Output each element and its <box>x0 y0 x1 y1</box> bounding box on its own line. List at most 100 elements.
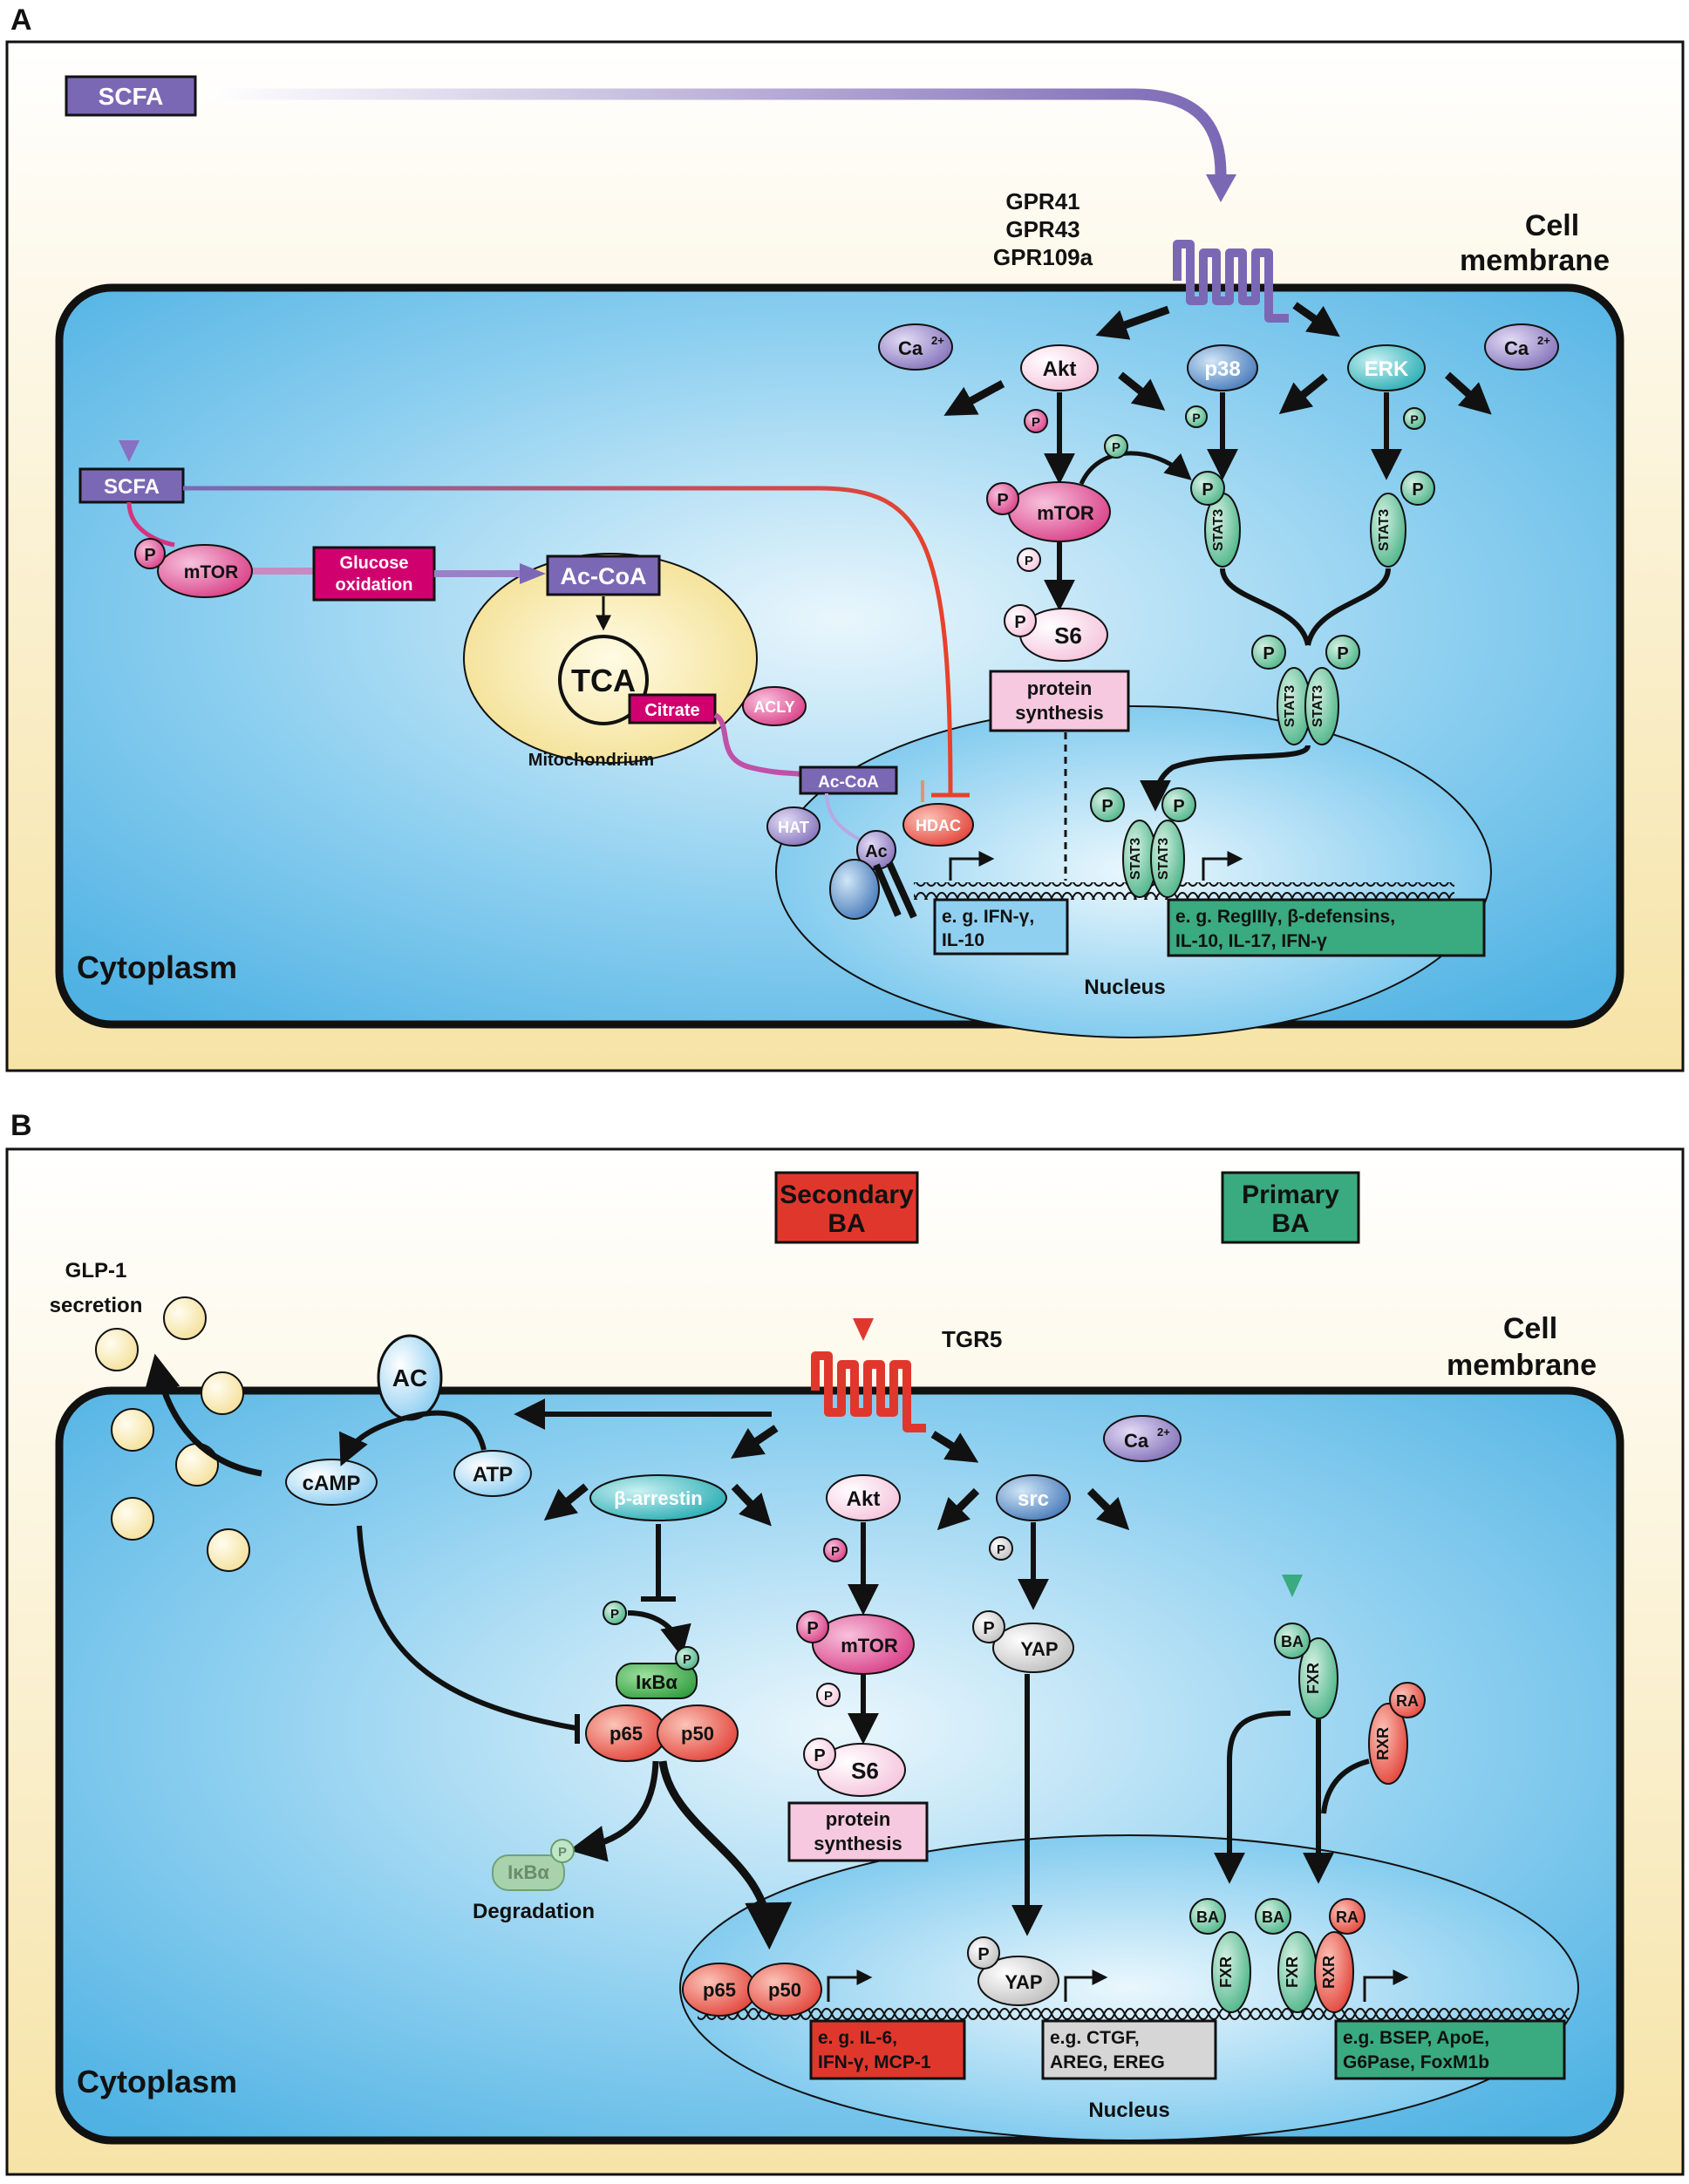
ba-nuc-2 <box>1255 1898 1291 1935</box>
stat3-dimer-cyto-right <box>1304 667 1339 745</box>
p38 <box>1187 344 1258 391</box>
calcium-a-left-label: Ca <box>898 337 923 359</box>
acly-enzyme <box>742 686 807 726</box>
panel-a: A SCFA SCFA mTOR P Glucose oxida <box>5 3 1685 1072</box>
scfa-mtor-link <box>126 501 175 548</box>
stat3-dimer-nuc-p-left-label: P <box>1101 797 1113 816</box>
mtor-b-label: mTOR <box>841 1635 898 1657</box>
cell-membrane-b-line1: Cell <box>1503 1312 1557 1345</box>
akt-b-label: Akt <box>847 1487 881 1511</box>
mtor-b-p-label: P <box>807 1619 818 1638</box>
arrestin-left-arrow <box>543 1483 589 1521</box>
p50-cyto <box>657 1704 739 1762</box>
ikba-degraded-p-label: P <box>558 1845 567 1860</box>
nucleosome-a <box>829 859 880 920</box>
cytoplasm-b-label: Cytoplasm <box>77 2064 237 2099</box>
ra-cyto <box>1389 1682 1426 1718</box>
stat3-to-nucleus-arrow <box>1140 744 1311 812</box>
degradation-label: Degradation <box>473 1900 595 1923</box>
fxr-nuc-1 <box>1211 1931 1251 2013</box>
genes-fxr-line1: e.g. BSEP, ApoE, <box>1343 2028 1489 2048</box>
mtor-left-p <box>134 538 166 569</box>
genes-yap-line2: AREG, EREG <box>1050 2052 1165 2072</box>
cytoplasm-a-label: Cytoplasm <box>77 949 237 985</box>
yap-nuc-p <box>967 1936 1000 1970</box>
tss-arrow-nfkb <box>827 1970 873 2002</box>
s6-b-p-small-label: P <box>824 1689 833 1704</box>
scfa-to-receptor-arrowhead <box>1206 174 1236 202</box>
nucleosome-band-2 <box>886 861 917 919</box>
camp <box>285 1459 378 1506</box>
stat3-left-p-label: P <box>1202 480 1213 500</box>
mtor-left <box>157 544 253 598</box>
erk-right-arrow <box>1444 371 1492 415</box>
mtor-left-p-label: P <box>144 546 155 565</box>
arrestin-right-arrow <box>731 1483 772 1527</box>
ikba-incoming-p-label: P <box>610 1607 619 1622</box>
stat3-dimer-nuc-p-left <box>1090 787 1125 822</box>
erk-p-label: P <box>1410 412 1418 426</box>
ra-nuc-label: RA <box>1336 1908 1359 1926</box>
secondary-ba-line1: Secondary <box>780 1180 914 1209</box>
stat3-dimer-cyto-left-label: STAT3 <box>1283 685 1297 727</box>
primary-ba-arrowhead <box>1282 1575 1303 1597</box>
rxr-nuc-label: RXR <box>1320 1956 1338 1989</box>
genes-nfkb-line1: e. g. IL-6, <box>818 2028 897 2048</box>
erk-p <box>1403 407 1426 430</box>
fxr-cyto-label: FXR <box>1304 1663 1322 1694</box>
ikba-complex-p <box>675 1646 699 1670</box>
ra-nuc <box>1329 1898 1366 1935</box>
scfa-hdac-inhibition <box>183 486 953 794</box>
yap-nuc-label: YAP <box>1005 1971 1042 1993</box>
glp1-granule-4 <box>111 1408 154 1452</box>
nucleus-a-label: Nucleus <box>1084 976 1165 999</box>
receptor-label-3: GPR109a <box>993 244 1093 270</box>
protein-synthesis-a-box <box>989 670 1130 732</box>
glucose-oxidation-line1: Glucose <box>340 554 409 573</box>
rxr-cyto-label: RXR <box>1374 1727 1392 1760</box>
hat-to-ac-arrow <box>825 793 864 843</box>
akt-b <box>826 1474 901 1521</box>
tss-arrow-a-right <box>1202 851 1243 881</box>
stat3-merge-right <box>1305 568 1391 646</box>
p38-label: p38 <box>1204 357 1240 381</box>
src-right-arrow <box>1086 1487 1130 1531</box>
tss-arrow-a-left <box>949 851 995 881</box>
stat3-dimer-nuc-right <box>1150 820 1185 898</box>
tgr5-receptor <box>811 1351 926 1432</box>
s6-b-p-small <box>816 1683 841 1707</box>
primary-ba-line1: Primary <box>1242 1180 1339 1209</box>
camp-label: cAMP <box>303 1472 361 1495</box>
ac-coa-nuclear-label: Ac-CoA <box>818 773 879 792</box>
akt-right-arrow <box>1118 371 1166 411</box>
tss-arrow-fxr <box>1363 1970 1409 2002</box>
erk-label: ERK <box>1365 357 1409 381</box>
stat3-merge-left <box>1220 568 1311 646</box>
gpr-receptor <box>1173 240 1289 323</box>
cell-membrane-a-line2: membrane <box>1460 244 1610 277</box>
tca-cycle-circle <box>558 635 649 725</box>
calcium-b-label: Ca <box>1124 1430 1149 1452</box>
fxr-cyto <box>1298 1637 1338 1719</box>
nfkb-to-nucleus-arrow <box>658 1760 793 1950</box>
akt-a <box>1020 344 1099 391</box>
yap-cyto-label: YAP <box>1020 1638 1058 1660</box>
mtor-stat-p <box>1104 434 1128 459</box>
p50-nuc-label: p50 <box>768 1979 801 2001</box>
src <box>996 1474 1071 1521</box>
ba-nuc-1 <box>1189 1898 1226 1935</box>
glp1-line1: GLP-1 <box>65 1259 127 1283</box>
yap-nuc-p-label: P <box>977 1945 989 1964</box>
ac-coa-mito-label: Ac-CoA <box>561 563 647 589</box>
genes-yap-box <box>1041 2019 1217 2080</box>
genes-fxr-line2: G6Pase, FoxM1b <box>1343 2052 1489 2072</box>
ikba-degraded <box>492 1854 565 1891</box>
tgr5-to-src-arrow <box>930 1431 979 1463</box>
dna-b <box>698 2004 1570 2021</box>
camp-inhibit-nfkb <box>357 1525 576 1731</box>
akt-p <box>1024 409 1048 433</box>
stat3-dimer-cyto-right-label: STAT3 <box>1311 685 1325 727</box>
tca-label: TCA <box>571 663 636 698</box>
glucose-oxidation-box <box>312 546 436 602</box>
calcium-a-left-sup: 2+ <box>931 334 944 347</box>
